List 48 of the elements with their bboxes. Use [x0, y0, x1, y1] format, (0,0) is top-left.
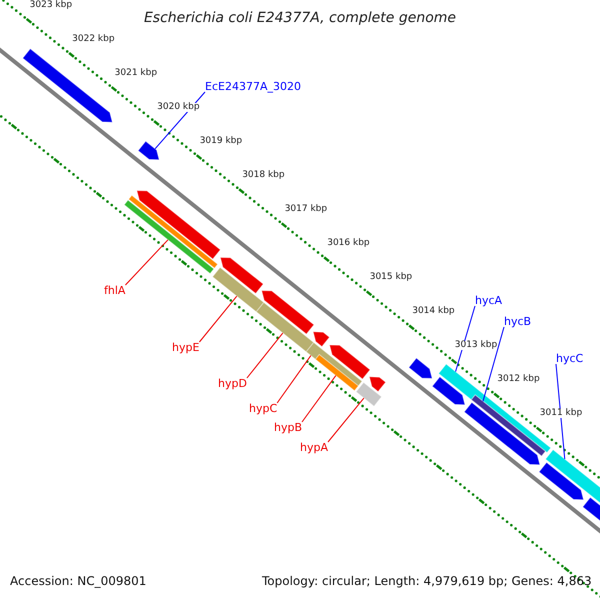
gene-feature	[538, 462, 584, 500]
scale-label: 3020 kbp	[157, 102, 200, 112]
leader-line	[482, 326, 504, 402]
leader-line	[276, 355, 312, 404]
leader-line	[246, 332, 284, 378]
scale-label: 3016 kbp	[327, 239, 370, 248]
gene-label: hypA	[300, 442, 328, 453]
gene-feature	[328, 344, 371, 380]
gene-feature	[432, 376, 466, 406]
feature-bar	[212, 266, 264, 312]
gene-feature	[136, 190, 221, 260]
scale-label: 3023 kbp	[30, 0, 72, 10]
gene-label: fhlA	[104, 285, 126, 296]
leader-line	[328, 398, 364, 442]
gene-label: hycB	[504, 316, 532, 327]
footer-text: Accession: NC_009801	[10, 575, 146, 587]
scale-label: 3018 kbp	[242, 170, 285, 180]
gene-label: hypC	[249, 403, 278, 414]
gene-label: hypE	[172, 342, 200, 353]
gene-feature	[261, 290, 315, 335]
scale-label: 3011 kbp	[540, 409, 582, 418]
gene-feature	[312, 331, 330, 348]
gene-feature	[464, 402, 540, 466]
gene-label: hycC	[556, 353, 584, 364]
gene-label: hypB	[274, 422, 302, 433]
gene-label: hypD	[218, 378, 247, 389]
leader-line	[455, 306, 476, 372]
scale-label: 3014 kbp	[412, 307, 455, 316]
title: Escherichia coli E24377A, complete genome	[142, 11, 458, 25]
leader-line	[198, 296, 238, 342]
gene-feature	[368, 376, 386, 392]
scale-label: 3013 kbp	[454, 341, 498, 350]
scale-label: 3017 kbp	[284, 204, 328, 214]
gene-feature	[138, 140, 160, 160]
gene-feature	[22, 48, 113, 123]
feature-bar	[256, 302, 314, 352]
feature-bar	[314, 354, 359, 392]
gene-label: hycA	[475, 295, 502, 306]
feature-bar	[355, 382, 382, 407]
gene-feature	[220, 256, 264, 294]
leader-line	[302, 375, 336, 422]
scale-label: 3012 kbp	[497, 375, 540, 384]
scale-label: 3019 kbp	[200, 136, 242, 146]
footer-text: Topology: circular; Length: 4,979,619 bp; Genes: 4,863	[262, 575, 592, 587]
scale-label: 3015 kbp	[370, 273, 412, 282]
gene-feature	[408, 357, 433, 379]
leader-line	[154, 92, 206, 150]
gene-label: EcE24377A_3020	[205, 81, 301, 92]
